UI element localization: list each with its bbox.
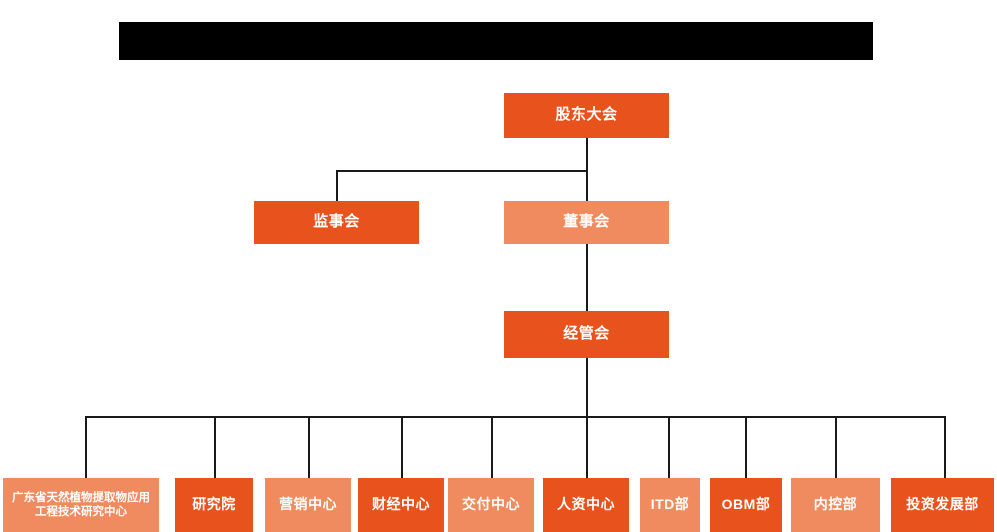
node-research-center[interactable]: 广东省天然植物提取物应用工程技术研究中心 — [3, 478, 159, 532]
connector-directors-management — [586, 244, 588, 311]
connector-drop-itd-dept — [668, 416, 670, 478]
connector-leaf-bus — [85, 416, 946, 418]
node-supervisors[interactable]: 监事会 — [254, 201, 419, 244]
connector-drop-delivery-center — [491, 416, 493, 478]
connector-management-stem — [586, 358, 588, 417]
node-marketing-center[interactable]: 营销中心 — [265, 478, 351, 532]
connector-drop-supervisors — [336, 170, 338, 201]
connector-drop-investment-dev-dept — [944, 416, 946, 478]
connector-shareholders-bus — [336, 170, 588, 172]
connector-drop-research-institute — [214, 416, 216, 478]
node-finance-center[interactable]: 财经中心 — [358, 478, 444, 532]
connector-drop-directors — [586, 170, 588, 201]
node-hr-center[interactable]: 人资中心 — [543, 478, 629, 532]
connector-drop-research-center — [85, 416, 87, 478]
node-internal-control-dept[interactable]: 内控部 — [791, 478, 880, 532]
node-shareholders[interactable]: 股东大会 — [504, 93, 669, 138]
node-delivery-center[interactable]: 交付中心 — [448, 478, 534, 532]
node-directors[interactable]: 董事会 — [504, 201, 669, 244]
node-itd-dept[interactable]: ITD部 — [640, 478, 700, 532]
connector-drop-hr-center — [586, 416, 588, 478]
redacted-title-banner — [119, 22, 873, 60]
node-management[interactable]: 经管会 — [504, 311, 669, 358]
connector-drop-marketing-center — [308, 416, 310, 478]
connector-drop-obm-dept — [745, 416, 747, 478]
node-investment-dev-dept[interactable]: 投资发展部 — [891, 478, 994, 532]
node-obm-dept[interactable]: OBM部 — [710, 478, 782, 532]
connector-drop-finance-center — [401, 416, 403, 478]
node-research-institute[interactable]: 研究院 — [175, 478, 253, 532]
connector-shareholders-stem — [586, 138, 588, 172]
connector-drop-internal-control-dept — [835, 416, 837, 478]
